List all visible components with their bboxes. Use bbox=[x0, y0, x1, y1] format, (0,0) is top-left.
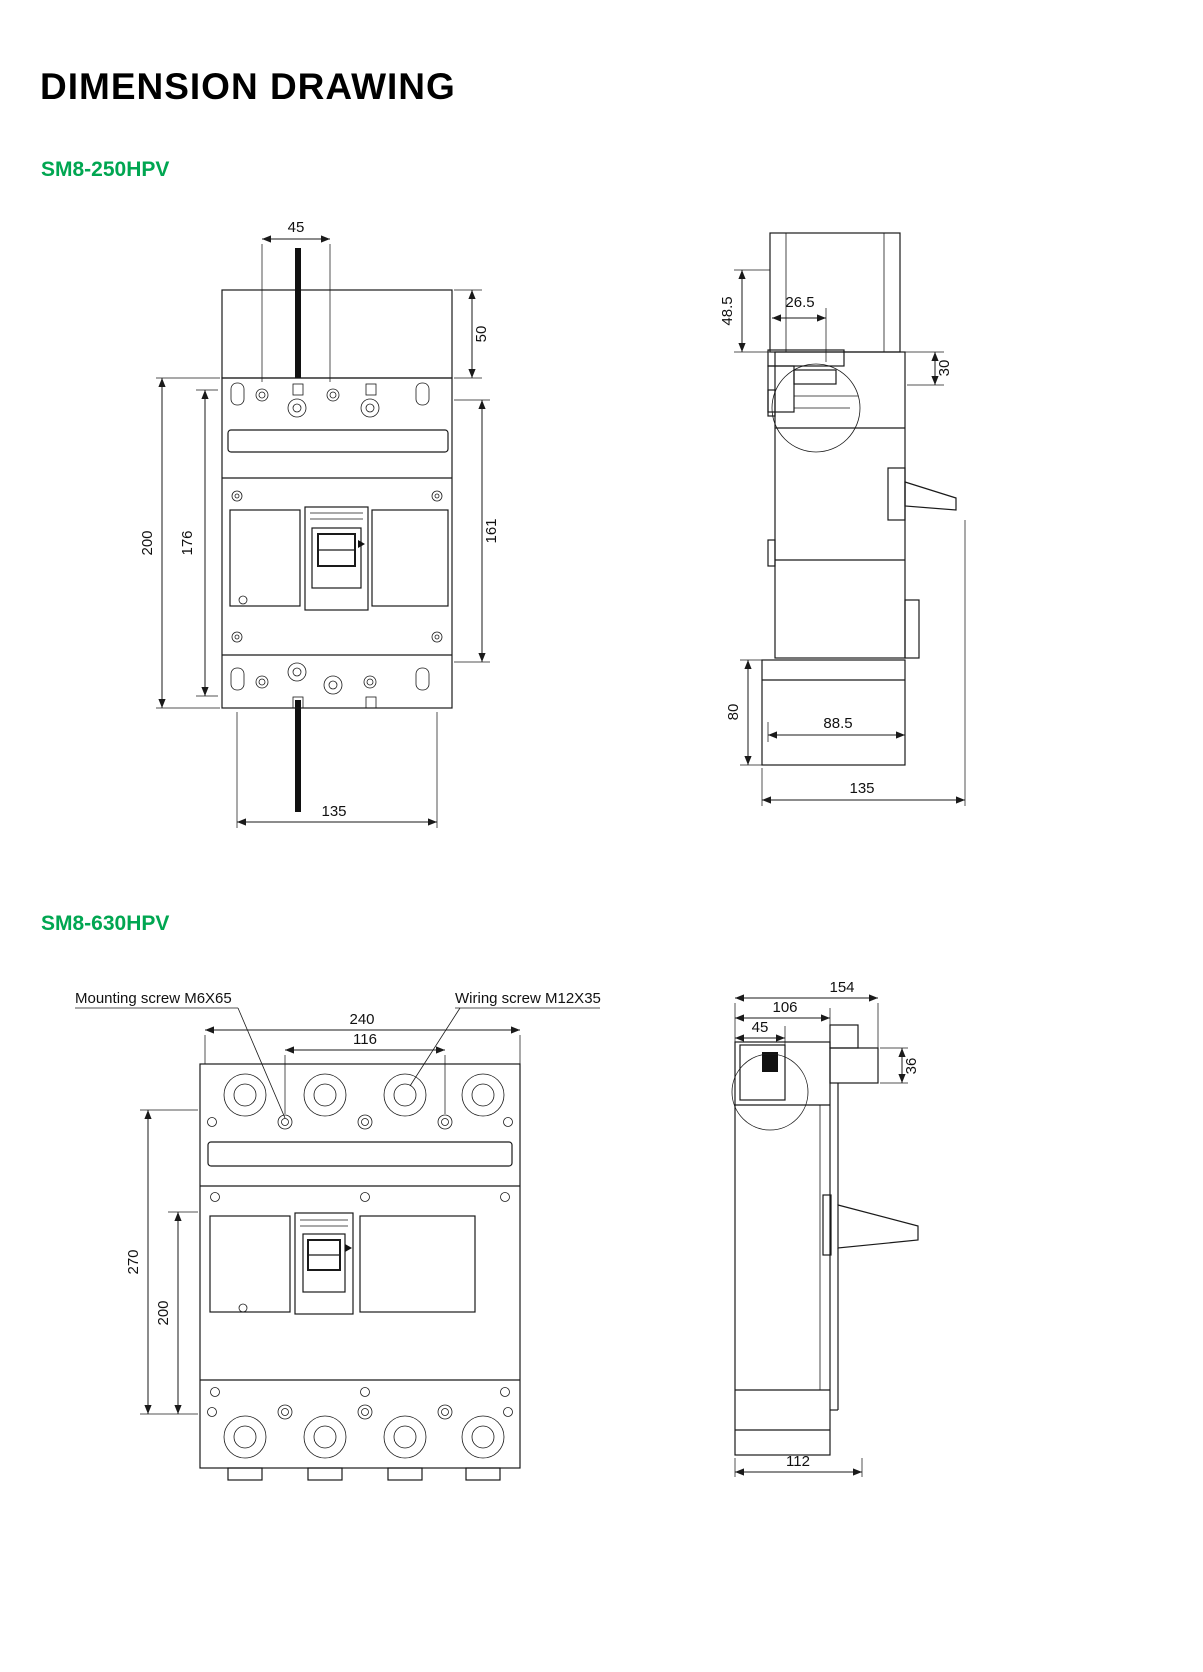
bottom-terminal-hardware bbox=[230, 662, 430, 709]
dim-176: 176 bbox=[179, 389, 218, 697]
dim-label-200-630: 200 bbox=[155, 1300, 172, 1325]
dim-label-116: 116 bbox=[353, 1031, 377, 1048]
sm8-630hpv-front-view: Mounting screw M6X65 Wiring screw M12X35 bbox=[75, 990, 601, 1481]
dim-26-5: 26.5 bbox=[772, 294, 827, 362]
top-pole-terminals bbox=[207, 1073, 513, 1130]
dim-240: 240 bbox=[204, 1011, 521, 1064]
toggle-handle-side bbox=[887, 467, 957, 521]
page-title: DIMENSION DRAWING bbox=[40, 66, 456, 107]
dim-label-48-5: 48.5 bbox=[719, 296, 736, 325]
dim-label-50: 50 bbox=[473, 326, 490, 343]
mounting-screw-leader bbox=[237, 1007, 286, 1119]
dim-label-30: 30 bbox=[936, 360, 953, 377]
sm8-630hpv-side-view: 154 106 45 36 112 bbox=[731, 979, 920, 1477]
dim-200-630: 200 bbox=[155, 1211, 198, 1414]
face-screws bbox=[231, 490, 443, 643]
breaker-side-outline-630 bbox=[734, 1024, 879, 1456]
sm8-250hpv-side-view: 48.5 26.5 30 80 88.5 135 bbox=[719, 232, 966, 806]
dim-label-45-630: 45 bbox=[752, 1019, 769, 1036]
dim-label-88-5: 88.5 bbox=[823, 715, 852, 732]
dim-label-270: 270 bbox=[125, 1249, 142, 1274]
dim-label-106: 106 bbox=[772, 999, 797, 1016]
wiring-screw-label: Wiring screw M12X35 bbox=[455, 990, 601, 1007]
busbar-poles bbox=[295, 248, 301, 812]
wiring-screw-leader bbox=[409, 1007, 461, 1087]
dim-label-45: 45 bbox=[288, 219, 305, 236]
dim-112: 112 bbox=[734, 1453, 863, 1477]
dim-label-154: 154 bbox=[829, 979, 854, 996]
terminal-block-fill bbox=[762, 1052, 778, 1072]
dim-45-630: 45 bbox=[735, 1019, 786, 1048]
dim-270: 270 bbox=[125, 1109, 198, 1415]
top-terminal-hardware bbox=[230, 382, 430, 418]
bottom-pole-terminals bbox=[207, 1404, 513, 1459]
breaker-side-outline bbox=[761, 232, 920, 766]
dim-label-240: 240 bbox=[349, 1011, 374, 1028]
dim-50: 50 bbox=[454, 289, 490, 379]
dim-label-36: 36 bbox=[903, 1058, 920, 1075]
sm8-250hpv-front-view: 45 50 161 200 176 bbox=[139, 219, 500, 828]
breaker-front-outline bbox=[221, 289, 453, 709]
breaker-front-outline-630 bbox=[199, 1063, 521, 1481]
dim-116: 116 bbox=[284, 1031, 446, 1114]
handle-direction-arrow-icon-630 bbox=[345, 1244, 352, 1252]
toggle-handle-side-630 bbox=[822, 1194, 919, 1256]
dim-36: 36 bbox=[880, 1047, 920, 1084]
mounting-bracket-section bbox=[767, 349, 861, 453]
dim-135-side: 135 bbox=[761, 520, 966, 806]
dim-161: 161 bbox=[454, 399, 500, 663]
mounting-bracket-section-630 bbox=[731, 1044, 809, 1131]
mounting-screw-label: Mounting screw M6X65 bbox=[75, 990, 232, 1007]
model-heading-sm8-630hpv: SM8-630HPV bbox=[41, 912, 170, 935]
detail-circle bbox=[771, 363, 861, 453]
dim-200: 200 bbox=[139, 377, 220, 709]
dim-88-5: 88.5 bbox=[767, 715, 905, 742]
dim-30: 30 bbox=[902, 351, 953, 386]
dim-80: 80 bbox=[725, 659, 762, 766]
model-heading-sm8-250hpv: SM8-250HPV bbox=[41, 158, 170, 181]
dim-label-112: 112 bbox=[786, 1453, 810, 1470]
dim-label-135-side: 135 bbox=[849, 780, 874, 797]
detail-circle-630 bbox=[731, 1053, 809, 1131]
center-operating-mechanism-630 bbox=[209, 1212, 476, 1315]
dim-label-176: 176 bbox=[179, 530, 196, 555]
center-operating-mechanism bbox=[229, 506, 449, 611]
dim-label-26-5: 26.5 bbox=[785, 294, 814, 311]
dim-label-135: 135 bbox=[321, 803, 346, 820]
note-mounting-screw: Mounting screw M6X65 bbox=[75, 990, 286, 1119]
note-wiring-screw: Wiring screw M12X35 bbox=[409, 990, 601, 1087]
dim-45: 45 bbox=[261, 219, 331, 382]
dim-label-200: 200 bbox=[139, 530, 156, 555]
dim-label-161: 161 bbox=[483, 518, 500, 543]
handle-direction-arrow-icon bbox=[358, 540, 365, 548]
dim-label-80: 80 bbox=[725, 704, 742, 721]
dim-106: 106 bbox=[735, 999, 831, 1028]
dim-48-5: 48.5 bbox=[719, 269, 770, 353]
dim-154: 154 bbox=[734, 979, 879, 1048]
dim-135-front: 135 bbox=[236, 712, 438, 828]
